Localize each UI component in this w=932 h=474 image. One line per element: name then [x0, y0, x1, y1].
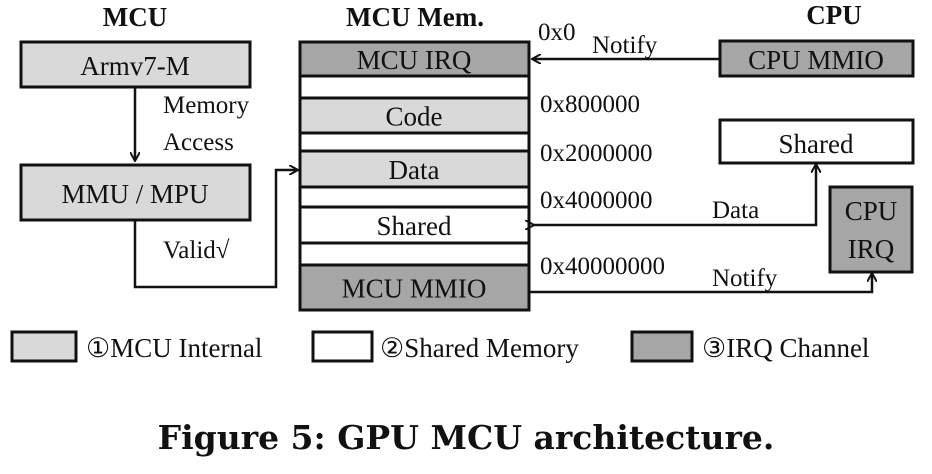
memory-region-code	[298, 96, 531, 135]
address-label: 0x0	[538, 19, 576, 46]
cpu-mmio-label: CPU MMIO	[748, 45, 884, 75]
notify-arrow-bottom	[530, 274, 872, 294]
data-label: Data	[712, 197, 759, 224]
memory-region-shared	[298, 205, 531, 245]
address-label: 0x800000	[540, 91, 640, 118]
mcu-heading: MCU	[103, 2, 167, 32]
mcu-mem-heading: MCU Mem.	[346, 2, 484, 32]
memory-region-label: Data	[389, 155, 440, 185]
memory-access-label-1: Memory	[163, 92, 250, 119]
cpu-irq-label-2: IRQ	[848, 234, 895, 264]
legend-swatch-irq	[630, 330, 694, 363]
memory-region-gap	[298, 185, 531, 209]
memory-region-gap	[298, 241, 531, 267]
cpu-shared-label: Shared	[779, 129, 854, 159]
memory-region-label: Shared	[377, 211, 452, 241]
armv7m-label: Armv7-M	[80, 51, 190, 81]
legend-label-irq: ③IRQ Channel	[702, 333, 869, 363]
architecture-diagram: MCU MCU Mem. CPU Armv7-M Memory Access M…	[10, 0, 915, 363]
address-label: 0x2000000	[540, 140, 653, 167]
mmu-mpu-label: MMU / MPU	[61, 179, 208, 209]
cpu-mmio-box	[718, 39, 915, 78]
notify-top-label: Notify	[592, 32, 658, 59]
notify-bottom-label: Notify	[712, 265, 778, 292]
memory-access-label-2: Access	[163, 129, 234, 156]
memory-region-mcu-irq	[298, 40, 531, 78]
figure-caption: Figure 5: GPU MCU architecture.	[157, 418, 775, 457]
legend-label-internal: ①MCU Internal	[86, 333, 262, 363]
memory-region-label: Code	[386, 102, 443, 132]
cpu-heading: CPU	[806, 0, 862, 30]
valid-access-arrow	[133, 170, 297, 289]
memory-region-label: MCU IRQ	[357, 45, 472, 75]
valid-label: Valid√	[163, 237, 230, 264]
armv7m-box	[19, 40, 252, 89]
memory-region-gap	[298, 131, 531, 153]
address-label: 0x4000000	[540, 187, 653, 214]
legend-swatch-shared	[311, 330, 374, 363]
cpu-irq-label-1: CPU	[845, 196, 898, 226]
legend-swatch-internal	[10, 330, 78, 363]
memory-region-gap	[298, 74, 531, 100]
mmu-mpu-box	[19, 163, 252, 222]
legend-label-shared: ②Shared Memory	[380, 333, 579, 363]
memory-region-mcu-mmio	[298, 263, 531, 312]
memory-region-label: MCU MMIO	[342, 274, 487, 304]
address-label: 0x40000000	[540, 253, 665, 280]
data-arrow	[533, 165, 816, 225]
